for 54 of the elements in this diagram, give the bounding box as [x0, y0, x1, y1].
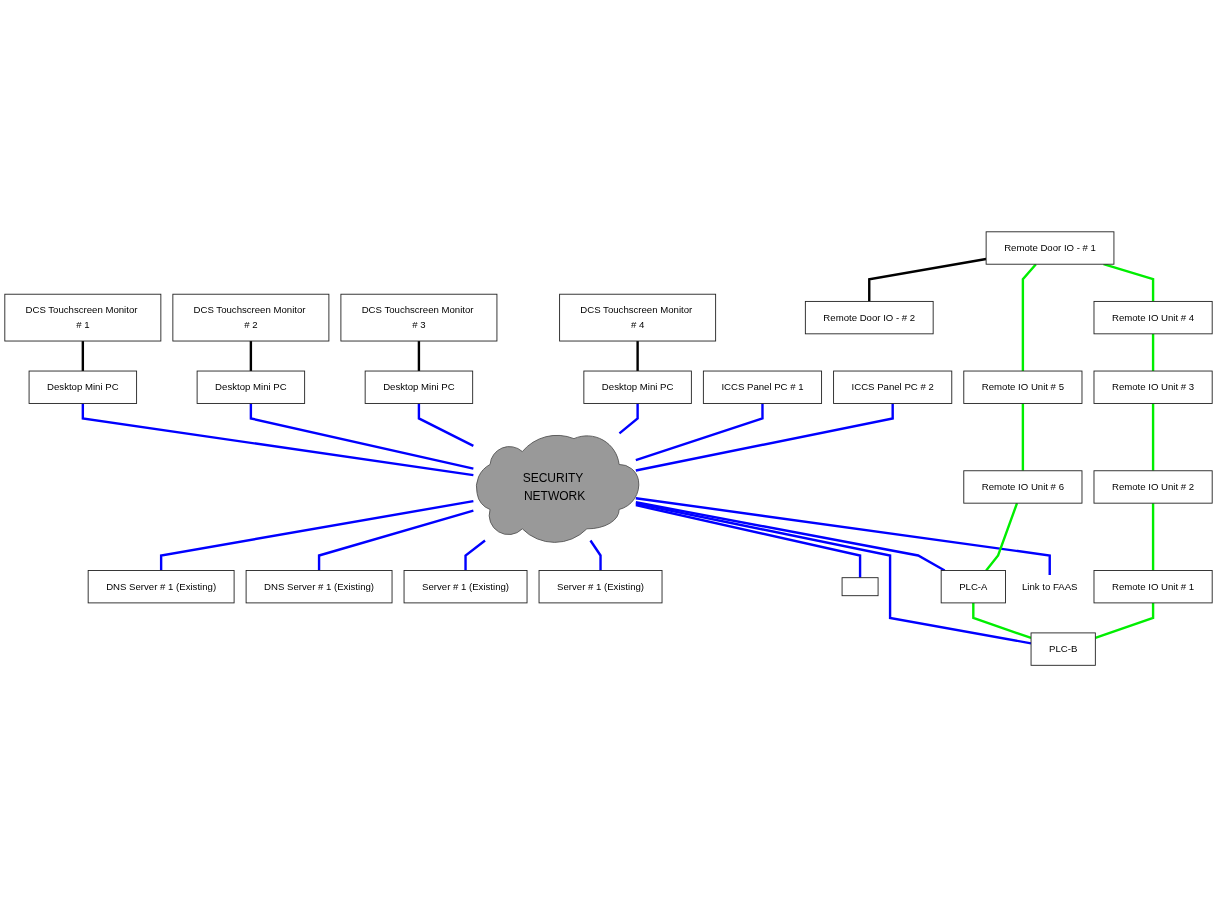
connector — [635, 496, 1051, 575]
node-box: Desktop Mini PC — [583, 370, 692, 404]
node-box — [841, 577, 879, 597]
node-box: Remote IO Unit # 5 — [963, 370, 1083, 404]
connector — [635, 403, 894, 472]
node-box: DCS Touchscreen Monitor # 4 — [559, 293, 717, 342]
connector — [635, 403, 764, 462]
node-box: Desktop Mini PC — [28, 370, 138, 404]
node-box: DNS Server # 1 (Existing) — [87, 569, 235, 604]
connector — [635, 501, 946, 572]
connector — [417, 403, 474, 447]
connector — [635, 502, 1032, 645]
connector — [249, 340, 253, 371]
connector — [81, 340, 85, 371]
node-box: Desktop Mini PC — [196, 370, 306, 404]
connector — [317, 509, 474, 571]
connector — [249, 403, 474, 470]
connector — [985, 502, 1019, 572]
node-box: Remote Door IO - # 2 — [804, 300, 934, 335]
connector — [635, 503, 862, 578]
node-box: Remote IO Unit # 3 — [1093, 370, 1213, 404]
node-box: Server # 1 (Existing) — [403, 569, 528, 604]
connector — [972, 602, 1032, 639]
node-box: DCS Touchscreen Monitor # 1 — [4, 293, 162, 342]
node-box: Remote IO Unit # 6 — [963, 470, 1083, 504]
connector — [1094, 602, 1155, 639]
node-box: DNS Server # 1 (Existing) — [245, 569, 393, 604]
connector — [1151, 333, 1155, 371]
connector — [868, 257, 987, 302]
connector — [589, 539, 602, 571]
node-box: Remote IO Unit # 1 — [1093, 569, 1213, 604]
node-box: Remote IO Unit # 2 — [1093, 470, 1213, 504]
node-box: PLC-B — [1030, 632, 1096, 666]
node-box: DCS Touchscreen Monitor # 2 — [172, 293, 330, 342]
connector — [1151, 503, 1155, 571]
connector — [636, 340, 639, 371]
node-text: Link to FAAS — [1021, 581, 1078, 592]
connector — [81, 403, 474, 477]
connector — [1021, 263, 1037, 371]
connector — [1151, 403, 1155, 471]
node-box: Desktop Mini PC — [364, 370, 474, 404]
node-box: Remote Door IO - # 1 — [985, 231, 1115, 265]
connector — [417, 340, 421, 371]
connector — [618, 403, 639, 435]
node-box: DCS Touchscreen Monitor # 3 — [340, 293, 498, 342]
node-box: Remote IO Unit # 4 — [1093, 300, 1213, 335]
node-box: PLC-A — [940, 569, 1006, 604]
connector — [1021, 403, 1025, 471]
connector — [1103, 263, 1155, 302]
node-box: Server # 1 (Existing) — [538, 569, 663, 604]
connector — [159, 499, 474, 571]
connector — [464, 539, 486, 571]
node-box: ICCS Panel PC # 1 — [702, 370, 823, 404]
node-box: ICCS Panel PC # 2 — [833, 370, 953, 404]
